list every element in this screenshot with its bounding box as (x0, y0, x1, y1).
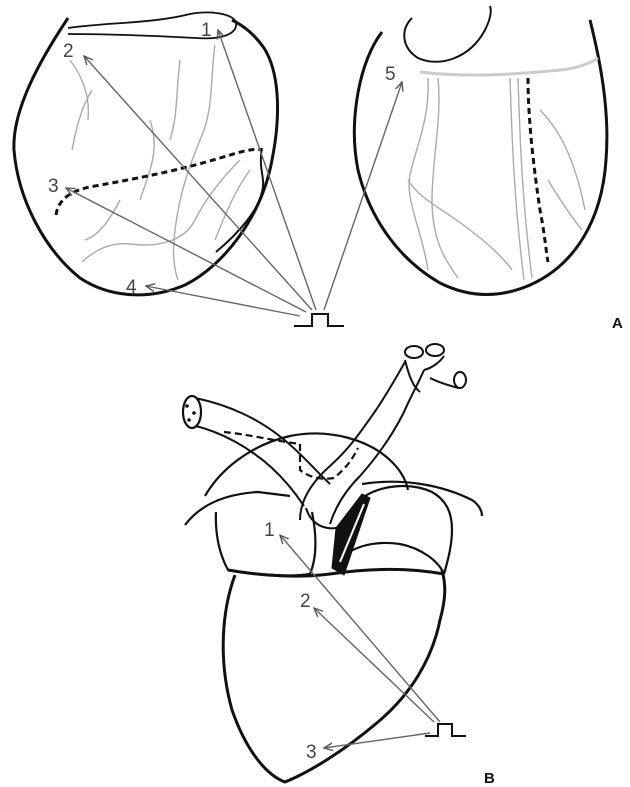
aorta (300, 362, 405, 520)
marker-a-1: 1 (201, 20, 212, 41)
pulse-stimulus-icon-a (294, 314, 344, 326)
panel-b-leads (280, 535, 440, 748)
right-atrium-upper (362, 486, 452, 574)
aorta-branch-connector (405, 356, 458, 392)
left-heart-outline (14, 18, 278, 295)
marker-a-2: 2 (63, 41, 74, 62)
pulse-stimulus-icon-b (425, 724, 466, 736)
aorta-branch-3 (454, 372, 466, 388)
marker-b-2: 2 (300, 591, 311, 612)
panel-a-leads (66, 30, 402, 316)
aorta-outer (330, 370, 424, 524)
pericardium-right-flap (362, 482, 482, 516)
pericardium-top (205, 434, 408, 496)
panel-a-stimulus: 1 2 3 4 5 (48, 20, 402, 326)
marker-a-4: 4 (126, 277, 137, 298)
marker-b-3: 3 (306, 742, 317, 763)
pulmonary-artery-top (195, 398, 330, 484)
marker-a-5: 5 (385, 64, 396, 85)
marker-a-3: 3 (48, 176, 59, 197)
aorta-branch-2 (426, 344, 444, 356)
right-heart-aorta-root (404, 6, 490, 62)
pulmonary-artery-lumen (183, 396, 201, 428)
aorta-branch-1 (405, 346, 423, 358)
panel-label-b: B (484, 770, 495, 787)
right-heart-vessels (408, 78, 585, 280)
panel-b-heart (183, 344, 482, 782)
left-heart-dashed-vessel (56, 149, 262, 215)
marker-b-1: 1 (264, 520, 275, 541)
panel-label-a: A (612, 315, 623, 332)
panel-a-left-heart (14, 12, 278, 294)
ventricle-outline (223, 570, 445, 782)
panel-a-right-heart (354, 6, 606, 295)
right-heart-dashed-vessel (528, 78, 548, 262)
